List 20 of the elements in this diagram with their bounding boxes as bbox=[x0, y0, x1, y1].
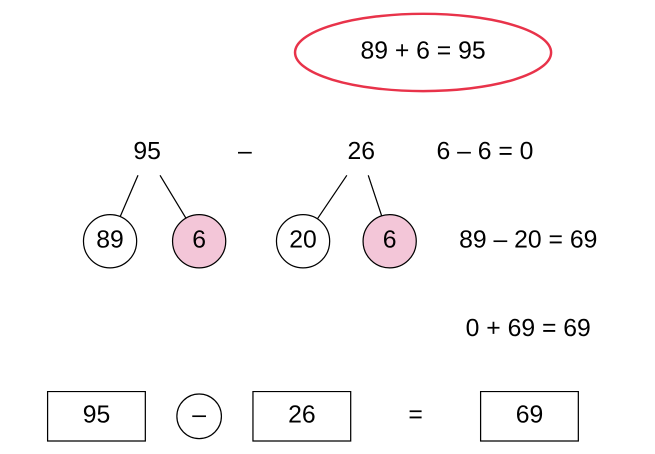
node-circle: 6 bbox=[172, 214, 226, 268]
node-ellipse: 89 + 6 = 95 bbox=[294, 12, 552, 92]
label: 6 – 6 = 0 bbox=[436, 137, 534, 164]
label: 89 – 20 = 69 bbox=[459, 226, 598, 253]
connector bbox=[368, 174, 382, 216]
node-circle: – bbox=[176, 392, 222, 439]
node-box: 26 bbox=[252, 390, 352, 442]
node-circle: 20 bbox=[276, 214, 330, 268]
node-box: 95 bbox=[46, 390, 146, 442]
node-text: 95 bbox=[133, 137, 161, 164]
label: = bbox=[408, 400, 423, 428]
connector bbox=[160, 174, 186, 218]
label: – bbox=[238, 137, 252, 164]
node-circle: 89 bbox=[82, 214, 138, 268]
connector bbox=[317, 174, 348, 218]
node-circle: 6 bbox=[362, 214, 417, 268]
connector bbox=[120, 174, 139, 216]
node-box: 69 bbox=[480, 390, 579, 442]
node-text: 26 bbox=[347, 137, 375, 164]
label: 0 + 69 = 69 bbox=[466, 314, 591, 342]
